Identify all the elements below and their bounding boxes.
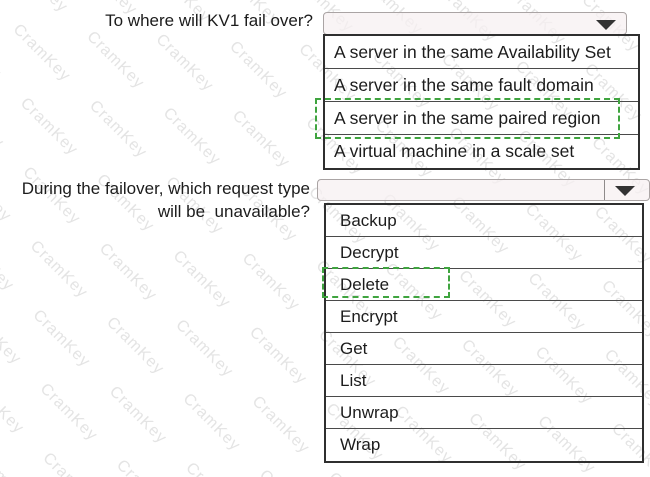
q2-option-delete[interactable]: Delete [322, 267, 642, 301]
option-label: A server in the same Availability Set [334, 41, 611, 62]
option-label: A server in the same fault domain [334, 74, 594, 95]
question1-options-list: A server in the same Availability Set A … [315, 34, 640, 170]
option-label: Wrap [340, 435, 381, 454]
option-label: Decrypt [340, 242, 399, 262]
question1-label: To where will KV1 fail over? [105, 11, 313, 30]
question2-label: During the failover, which request type … [22, 177, 310, 223]
question2-dropdown[interactable] [317, 179, 650, 201]
q2-option-list[interactable]: List [326, 365, 642, 397]
q2-option-get[interactable]: Get [326, 333, 642, 365]
q2-option-wrap[interactable]: Wrap [326, 429, 642, 461]
option-label: Backup [340, 210, 397, 230]
option-label: Delete [340, 274, 390, 294]
q2-option-unwrap[interactable]: Unwrap [326, 397, 642, 429]
option-label: Encrypt [340, 306, 398, 326]
question1-dropdown[interactable] [323, 12, 627, 35]
option-label: Unwrap [340, 402, 399, 422]
option-label: List [340, 370, 367, 390]
q1-option-fault-domain[interactable]: A server in the same fault domain [325, 69, 638, 102]
q1-option-scale-set[interactable]: A virtual machine in a scale set [325, 135, 638, 168]
dropdown-arrow-icon[interactable] [615, 186, 635, 196]
option-label: A server in the same paired region [334, 107, 601, 128]
question2-label-line1: During the failover, which request type [21, 179, 310, 198]
dropdown-separator [604, 180, 605, 200]
q1-option-paired-region[interactable]: A server in the same paired region [315, 98, 638, 139]
option-label: Get [340, 338, 368, 358]
q1-option-availability-set[interactable]: A server in the same Availability Set [325, 36, 638, 69]
q2-option-encrypt[interactable]: Encrypt [326, 301, 642, 333]
q2-option-backup[interactable]: Backup [326, 205, 642, 237]
dropdown-arrow-icon[interactable] [596, 19, 616, 30]
question2-options-list: Backup Decrypt Delete Encrypt Get List U… [322, 203, 644, 463]
q2-option-decrypt[interactable]: Decrypt [326, 237, 642, 269]
option-label: A virtual machine in a scale set [334, 141, 575, 161]
question2-label-line2: will be unavailable? [157, 202, 310, 221]
